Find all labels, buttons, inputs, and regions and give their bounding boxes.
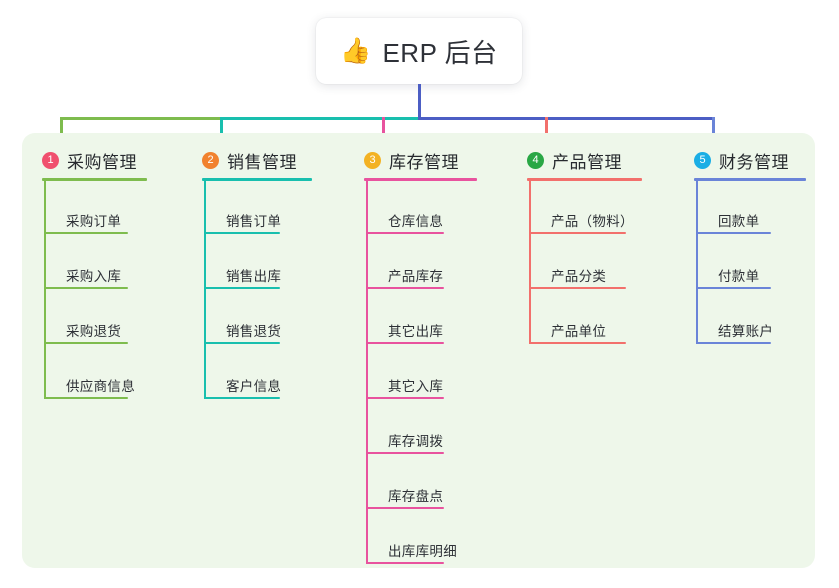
leaf-item-rule bbox=[529, 342, 626, 344]
leaf-item[interactable]: 销售出库 bbox=[226, 269, 282, 284]
branch-spine bbox=[366, 178, 368, 564]
leaf-item-rule bbox=[366, 342, 444, 344]
branch-header-rule bbox=[364, 178, 477, 181]
leaf-item[interactable]: 其它入库 bbox=[388, 379, 444, 394]
bar-segment-2 bbox=[220, 117, 421, 120]
leaf-item-rule bbox=[366, 507, 444, 509]
branch-header-库存管理[interactable]: 3 库存管理 bbox=[364, 148, 459, 173]
branch-spine bbox=[696, 178, 698, 344]
branch-number-badge: 3 bbox=[364, 152, 381, 169]
leaf-item-rule bbox=[44, 287, 128, 289]
branch-title: 采购管理 bbox=[67, 153, 137, 172]
leaf-item-rule bbox=[696, 342, 771, 344]
branch-header-销售管理[interactable]: 2 销售管理 bbox=[202, 148, 297, 173]
leaf-item-rule bbox=[529, 287, 626, 289]
branch-drop-1 bbox=[60, 117, 63, 142]
branch-title: 产品管理 bbox=[552, 153, 622, 172]
branch-number-badge: 5 bbox=[694, 152, 711, 169]
branch-header-产品管理[interactable]: 4 产品管理 bbox=[527, 148, 622, 173]
branch-spine bbox=[529, 178, 531, 344]
branch-drop-3 bbox=[382, 117, 385, 142]
leaf-item-rule bbox=[204, 232, 280, 234]
leaf-item-rule bbox=[529, 232, 626, 234]
branch-drop-5 bbox=[712, 117, 715, 142]
leaf-item[interactable]: 付款单 bbox=[718, 269, 760, 284]
leaf-item-rule bbox=[366, 287, 444, 289]
branch-header-rule bbox=[694, 178, 806, 181]
leaf-item-rule bbox=[204, 397, 280, 399]
leaf-item-rule bbox=[44, 397, 128, 399]
leaf-item[interactable]: 结算账户 bbox=[718, 324, 774, 339]
leaf-item[interactable]: 供应商信息 bbox=[66, 379, 135, 394]
leaf-item[interactable]: 采购订单 bbox=[66, 214, 122, 229]
branch-number-badge: 1 bbox=[42, 152, 59, 169]
root-stem bbox=[418, 84, 421, 120]
leaf-item[interactable]: 库存调拨 bbox=[388, 434, 444, 449]
leaf-item-rule bbox=[44, 232, 128, 234]
root-node-content: 👍 ERP 后台 bbox=[340, 33, 497, 70]
leaf-item[interactable]: 销售退货 bbox=[226, 324, 282, 339]
leaf-item[interactable]: 回款单 bbox=[718, 214, 760, 229]
leaf-item[interactable]: 采购退货 bbox=[66, 324, 122, 339]
branch-title: 财务管理 bbox=[719, 153, 789, 172]
leaf-item[interactable]: 产品分类 bbox=[551, 269, 607, 284]
leaf-item[interactable]: 产品（物料） bbox=[551, 214, 634, 229]
leaf-item[interactable]: 仓库信息 bbox=[388, 214, 444, 229]
thumbs-up-icon: 👍 bbox=[340, 36, 372, 65]
leaf-item-rule bbox=[204, 342, 280, 344]
leaf-item-rule bbox=[696, 232, 771, 234]
leaf-item-rule bbox=[204, 287, 280, 289]
branch-number-badge: 4 bbox=[527, 152, 544, 169]
branch-number-badge: 2 bbox=[202, 152, 219, 169]
branch-drop-2 bbox=[220, 117, 223, 142]
branch-header-rule bbox=[42, 178, 147, 181]
bar-segment-1 bbox=[60, 117, 223, 120]
leaf-item-rule bbox=[366, 452, 444, 454]
branch-header-采购管理[interactable]: 1 采购管理 bbox=[42, 148, 137, 173]
leaf-item[interactable]: 客户信息 bbox=[226, 379, 282, 394]
leaf-item[interactable]: 采购入库 bbox=[66, 269, 122, 284]
branch-drop-4 bbox=[545, 117, 548, 142]
branch-panel bbox=[22, 133, 815, 568]
leaf-item[interactable]: 产品单位 bbox=[551, 324, 607, 339]
branch-header-rule bbox=[527, 178, 642, 181]
branch-header-财务管理[interactable]: 5 财务管理 bbox=[694, 148, 789, 173]
leaf-item[interactable]: 库存盘点 bbox=[388, 489, 444, 504]
leaf-item[interactable]: 销售订单 bbox=[226, 214, 282, 229]
leaf-item[interactable]: 其它出库 bbox=[388, 324, 444, 339]
leaf-item[interactable]: 产品库存 bbox=[388, 269, 444, 284]
leaf-item-rule bbox=[696, 287, 771, 289]
leaf-item-rule bbox=[366, 232, 444, 234]
root-node-card[interactable]: 👍 ERP 后台 bbox=[316, 18, 522, 84]
leaf-item-rule bbox=[366, 562, 444, 564]
branch-title: 销售管理 bbox=[227, 153, 297, 172]
leaf-item-rule bbox=[44, 342, 128, 344]
leaf-item[interactable]: 出库库明细 bbox=[388, 544, 457, 559]
branch-header-rule bbox=[202, 178, 312, 181]
branch-title: 库存管理 bbox=[389, 153, 459, 172]
bar-segment-3 bbox=[418, 117, 715, 120]
root-node-title: ERP 后台 bbox=[382, 37, 498, 68]
leaf-item-rule bbox=[366, 397, 444, 399]
